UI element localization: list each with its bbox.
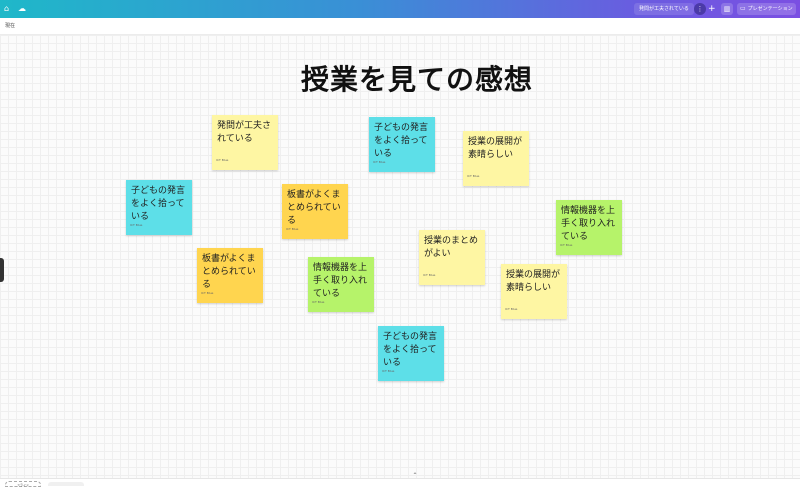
- sticky-note-author: ICT Blue: [423, 273, 436, 277]
- sticky-note[interactable]: 情報機器を上 手く取り入れ ている ICT Blue: [556, 200, 622, 255]
- sticky-note[interactable]: 情報機器を上 手く取り入れ ている ICT Blue: [308, 257, 374, 312]
- sticky-note-author: ICT Blue: [216, 158, 229, 162]
- sticky-note[interactable]: 板書がよくま とめられてい る ICT Blue: [197, 248, 263, 303]
- top-toolbar: ⌂ ☁ 発問が工夫されている ⋮ + ▥ ▭プレゼンテーション: [0, 0, 800, 18]
- sticky-note-text: 授業の展開が 素晴らしい: [506, 270, 561, 293]
- analytics-icon[interactable]: ▥: [721, 3, 733, 15]
- sticky-note-text: 板書がよくま とめられてい る: [202, 254, 256, 290]
- whiteboard-canvas[interactable]: [0, 35, 800, 478]
- sticky-note[interactable]: 子どもの発言 をよく拾って いる ICT Blue: [369, 117, 435, 172]
- sticky-note[interactable]: 授業のまとめ がよい ICT Blue: [419, 230, 485, 285]
- sticky-note-text: 板書がよくま とめられてい る: [287, 190, 341, 226]
- sticky-note-author: ICT Blue: [382, 369, 395, 373]
- sticky-note-author: ICT Blue: [312, 300, 325, 304]
- sub-toolbar-label[interactable]: 現在: [5, 23, 16, 29]
- sticky-note-text: 子どもの発言 をよく拾って いる: [383, 332, 438, 368]
- sticky-note[interactable]: 発問が工夫さ れている ICT Blue: [212, 115, 278, 170]
- sub-toolbar: 現在: [0, 18, 800, 35]
- sticky-note-author: ICT Blue: [201, 291, 214, 295]
- sticky-note-author: ICT Blue: [467, 174, 480, 178]
- sticky-note[interactable]: 子どもの発言 をよく拾って いる ICT Blue: [126, 180, 192, 235]
- sticky-note[interactable]: 板書がよくま とめられてい る ICT Blue: [282, 184, 348, 239]
- sticky-note[interactable]: 子どもの発言 をよく拾って いる ICT Blue: [378, 326, 444, 381]
- sticky-note-text: 発問が工夫さ れている: [217, 121, 272, 144]
- present-button[interactable]: ▭プレゼンテーション: [737, 3, 796, 15]
- page-thumbnail[interactable]: スライド: [5, 481, 41, 487]
- sticky-note-author: ICT Blue: [286, 227, 299, 231]
- sticky-note-author: ICT Blue: [505, 307, 518, 311]
- monitor-icon: ▭: [740, 5, 746, 12]
- sticky-note-text: 情報機器を上 手く取り入れ ている: [313, 263, 368, 299]
- add-collaborator-button[interactable]: +: [708, 4, 716, 14]
- home-icon[interactable]: ⌂: [4, 4, 10, 13]
- sticky-note-author: ICT Blue: [373, 160, 386, 164]
- page-thumbnail-2[interactable]: [48, 482, 84, 486]
- side-panel-toggle[interactable]: [0, 258, 4, 282]
- sticky-note-author: ICT Blue: [130, 223, 143, 227]
- sticky-note-text: 子どもの発言 をよく拾って いる: [374, 123, 429, 159]
- document-title[interactable]: 発問が工夫されている: [634, 3, 694, 15]
- sticky-note[interactable]: 授業の展開が 素晴らしい ICT Blue: [463, 131, 529, 186]
- sticky-note-text: 子どもの発言 をよく拾って いる: [131, 186, 186, 222]
- sticky-note-author: ICT Blue: [560, 243, 573, 247]
- present-label: プレゼンテーション: [747, 6, 793, 12]
- sticky-note-text: 授業のまとめ がよい: [424, 236, 479, 259]
- page-strip: [0, 478, 800, 487]
- more-vertical-icon[interactable]: ⋮: [694, 3, 706, 15]
- sticky-note-text: 授業の展開が 素晴らしい: [468, 137, 523, 160]
- board-title[interactable]: 授業を見ての感想: [300, 63, 533, 96]
- sticky-note[interactable]: 授業の展開が 素晴らしい ICT Blue: [501, 264, 567, 319]
- sticky-note-text: 情報機器を上 手く取り入れ ている: [561, 206, 616, 242]
- chevron-up-icon[interactable]: ⌃: [412, 472, 418, 479]
- cloud-save-icon[interactable]: ☁: [18, 4, 26, 13]
